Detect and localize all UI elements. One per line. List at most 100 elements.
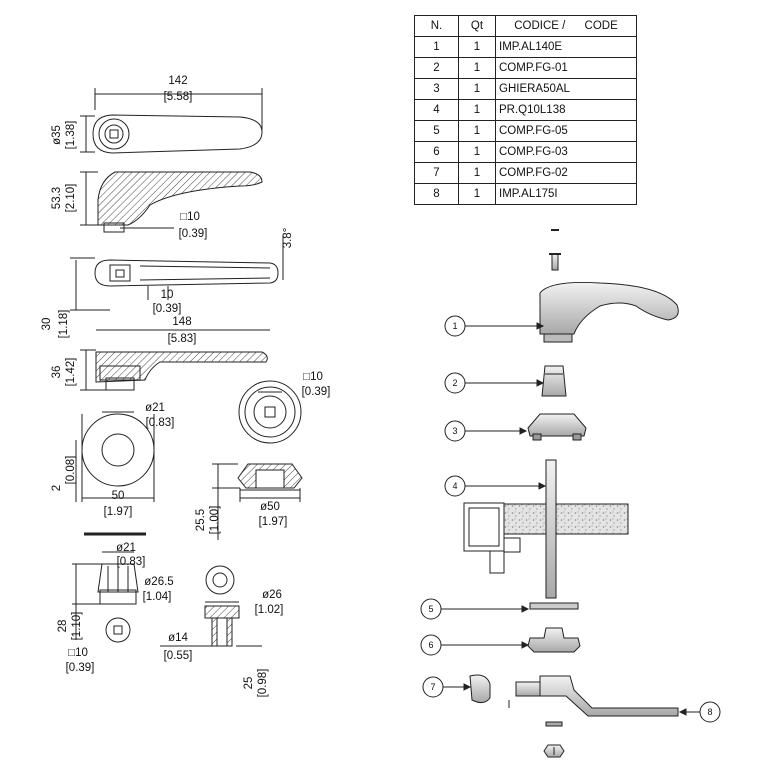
dim-2: 2 xyxy=(51,485,63,491)
callout-leaders xyxy=(441,322,700,716)
cell-number: 2 xyxy=(414,57,459,79)
dim-d26-in: [1.02] xyxy=(255,604,284,616)
callout-7: 7 xyxy=(430,682,435,692)
dim-148: 148 xyxy=(172,316,191,328)
cell-code: COMP.FG-03 xyxy=(495,141,637,163)
callout-5: 5 xyxy=(428,604,433,614)
cell-quantity: 1 xyxy=(458,57,496,79)
dim-142: 142 xyxy=(168,75,187,87)
column-header-number: N. xyxy=(414,15,459,37)
ghiera-top-view xyxy=(238,380,302,444)
dim-d21b: ø21 xyxy=(116,542,136,554)
dim-10: 10 xyxy=(161,289,174,301)
dim-d35-in: [1.38] xyxy=(65,121,77,150)
callout-circles xyxy=(420,315,721,723)
dim-25-in: [0.98] xyxy=(257,669,269,698)
cell-number: 7 xyxy=(414,162,459,184)
lever-side-view xyxy=(80,329,270,391)
dim-d50-in: [1.97] xyxy=(259,516,288,528)
lever-top-view xyxy=(70,235,284,311)
table-header-row: N. Qt CODICE / CODE xyxy=(414,15,637,37)
dim-sq10c-in: [0.39] xyxy=(66,662,95,674)
cell-code: COMP.FG-01 xyxy=(495,57,637,79)
callout-3: 3 xyxy=(452,426,457,436)
dim-25-5: 25.5 xyxy=(195,509,207,531)
cell-number: 4 xyxy=(414,99,459,121)
callout-4: 4 xyxy=(452,481,457,491)
cell-quantity: 1 xyxy=(458,78,496,100)
handle-top-view xyxy=(80,88,263,154)
cell-number: 1 xyxy=(414,36,459,58)
cell-number: 6 xyxy=(414,141,459,163)
cell-code: PR.Q10L138 xyxy=(495,99,637,121)
dim-sq10-in: [0.39] xyxy=(179,228,208,240)
dim-d50: ø50 xyxy=(260,501,280,513)
dim-53-in: [2.10] xyxy=(65,184,77,213)
handle-side-view xyxy=(80,171,263,233)
cell-number: 3 xyxy=(414,78,459,100)
dim-sq10b-in: [0.39] xyxy=(302,386,331,398)
cell-quantity: 1 xyxy=(458,36,496,58)
dim-sq10: □10 xyxy=(180,211,200,223)
dim-28: 28 xyxy=(57,620,69,633)
sleeve-side-view xyxy=(72,551,139,643)
ring-top-view xyxy=(75,411,155,536)
dim-36: 36 xyxy=(51,366,63,379)
dim-d35: ø35 xyxy=(51,125,63,145)
cell-quantity: 1 xyxy=(458,120,496,142)
callout-8: 8 xyxy=(707,707,712,717)
dim-sq10b: □10 xyxy=(303,371,323,383)
dim-25-5-in: [1.00] xyxy=(209,506,221,535)
dim-142-in: [5.58] xyxy=(164,91,193,103)
dim-50: 50 xyxy=(112,490,125,502)
callout-2: 2 xyxy=(452,378,457,388)
cell-code: COMP.FG-05 xyxy=(495,120,637,142)
dim-2-in: [0.08] xyxy=(65,456,77,485)
cell-code: GHIERA50AL xyxy=(495,78,637,100)
column-header-quantity: Qt xyxy=(458,15,496,37)
cell-quantity: 1 xyxy=(458,183,496,205)
cell-quantity: 1 xyxy=(458,162,496,184)
dim-10-in: [0.39] xyxy=(153,303,182,315)
callout-labels: 1 2 3 4 5 6 7 8 xyxy=(428,321,712,717)
dim-angle: 3.8° xyxy=(282,228,294,249)
dim-d26-5: ø26.5 xyxy=(144,576,173,588)
dim-36-in: [1.42] xyxy=(65,358,77,387)
dim-30-in: [1.18] xyxy=(58,310,70,339)
dim-53: 53.3 xyxy=(51,187,63,209)
ghiera-section-view xyxy=(212,463,303,540)
callout-1: 1 xyxy=(452,321,457,331)
dim-d14: ø14 xyxy=(168,632,188,644)
cell-code: IMP.AL175I xyxy=(495,183,637,205)
dim-d21b-in: [0.83] xyxy=(117,556,146,568)
dim-sq10c: □10 xyxy=(68,647,88,659)
dim-25: 25 xyxy=(243,677,255,690)
dim-d26: ø26 xyxy=(262,589,282,601)
cell-quantity: 1 xyxy=(458,141,496,163)
dim-28-in: [1.10] xyxy=(71,612,83,641)
exploded-assembly xyxy=(463,229,679,758)
dimension-labels: 142 [5.58] ø35 [1.38] 53.3 [2.10] □10 [0… xyxy=(41,75,330,697)
callout-6: 6 xyxy=(428,640,433,650)
cell-number: 5 xyxy=(414,120,459,142)
dim-d26-5-in: [1.04] xyxy=(143,591,172,603)
dim-148-in: [5.83] xyxy=(168,333,197,345)
cell-quantity: 1 xyxy=(458,99,496,121)
column-header-code: CODICE / CODE xyxy=(495,15,637,37)
dim-30: 30 xyxy=(41,318,53,331)
bushing-views xyxy=(160,565,262,647)
dim-d21-in: [0.83] xyxy=(146,417,175,429)
cell-code: IMP.AL140E xyxy=(495,36,637,58)
dim-d21: ø21 xyxy=(145,402,165,414)
cell-number: 8 xyxy=(414,183,459,205)
